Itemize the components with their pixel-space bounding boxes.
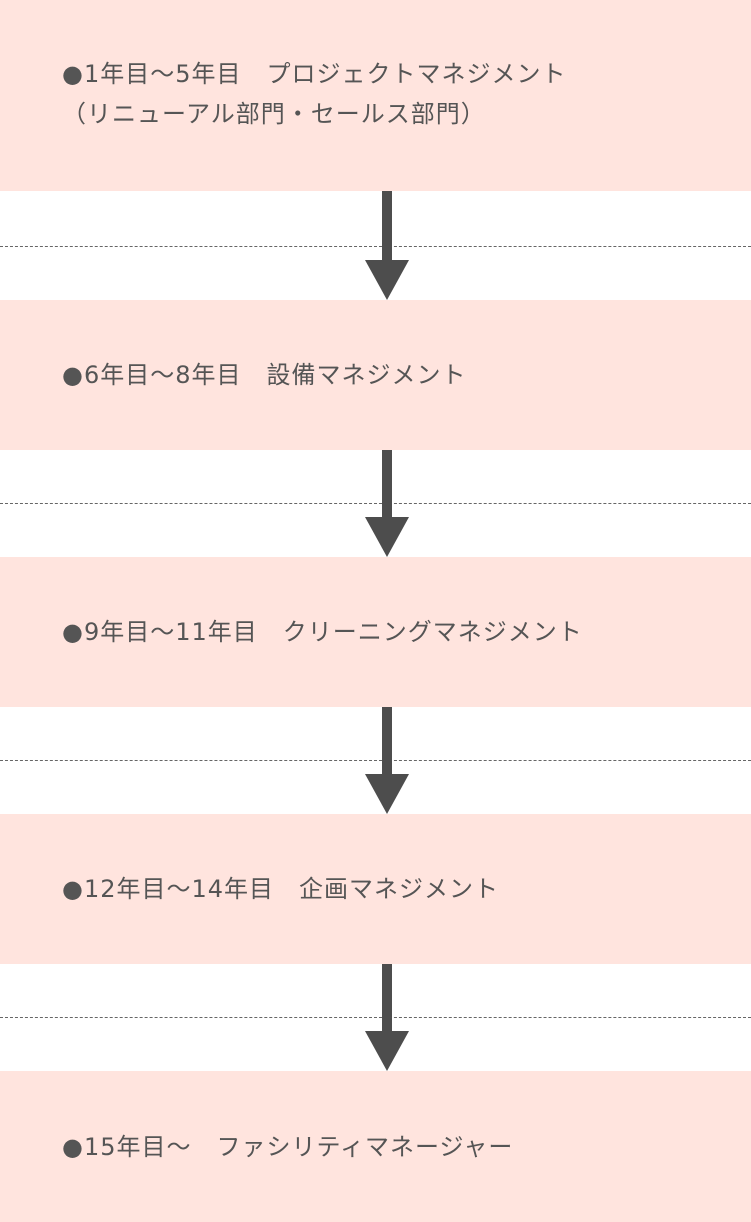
dotted-divider [0, 1017, 751, 1018]
career-stage-4: ●12年目～14年目 企画マネジメント [0, 814, 751, 964]
stage-connector-1 [0, 191, 751, 300]
career-stage-1: ●1年目～5年目 プロジェクトマネジメント （リニューアル部門・セールス部門） [0, 0, 751, 191]
career-stage-3-title: ●9年目～11年目 クリーニングマネジメント [62, 618, 583, 646]
arrow-down-icon [365, 191, 409, 300]
dotted-divider [0, 246, 751, 247]
career-stage-2-title: ●6年目～8年目 設備マネジメント [62, 361, 467, 389]
dotted-divider [0, 760, 751, 761]
career-stage-4-title: ●12年目～14年目 企画マネジメント [62, 875, 500, 903]
career-stage-1-subtitle: （リニューアル部門・セールス部門） [62, 100, 486, 128]
stage-connector-2 [0, 450, 751, 557]
arrow-down-icon [365, 450, 409, 557]
career-stage-5-title: ●15年目～ ファシリティマネージャー [62, 1132, 514, 1161]
career-stage-1-title: ●1年目～5年目 プロジェクトマネジメント [62, 60, 567, 88]
career-stage-2: ●6年目～8年目 設備マネジメント [0, 300, 751, 450]
arrow-down-icon [365, 707, 409, 814]
career-stage-5: ●15年目～ ファシリティマネージャー [0, 1071, 751, 1222]
dotted-divider [0, 503, 751, 504]
arrow-down-icon [365, 964, 409, 1071]
stage-connector-3 [0, 707, 751, 814]
career-stage-3: ●9年目～11年目 クリーニングマネジメント [0, 557, 751, 707]
stage-connector-4 [0, 964, 751, 1071]
